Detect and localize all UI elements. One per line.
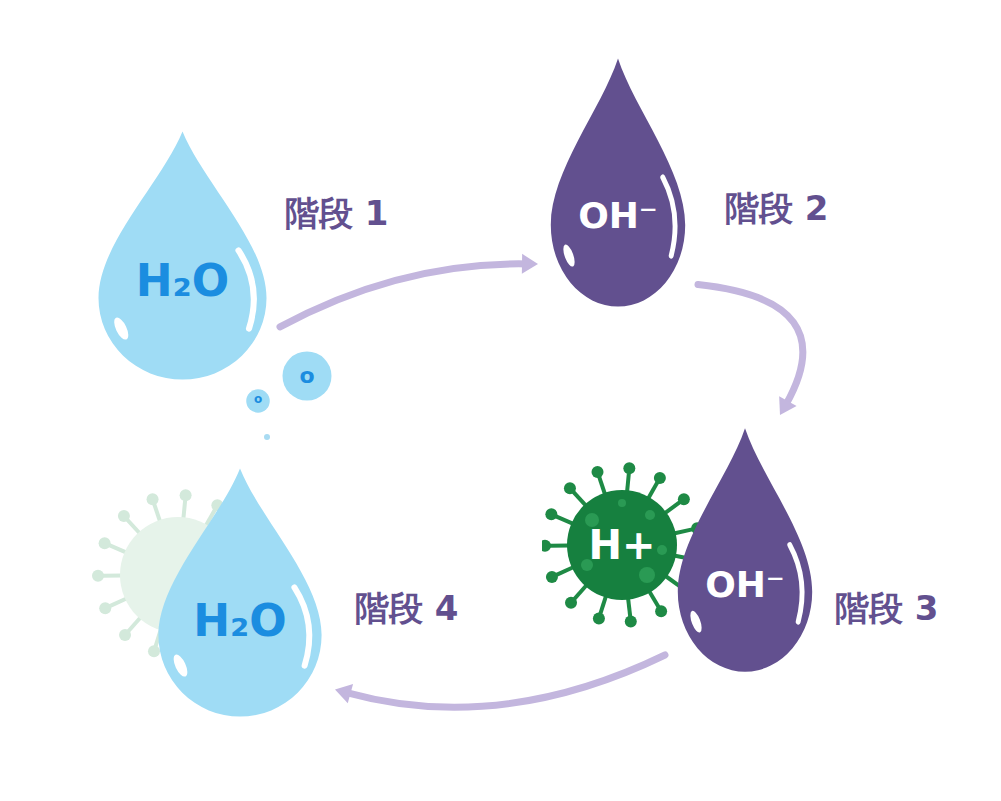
drop-shape xyxy=(155,465,325,720)
virus-spike xyxy=(573,492,586,506)
hydroxide-drop: OH⁻階段 2 xyxy=(548,55,688,310)
cycle-arrow xyxy=(698,285,803,416)
virus-spike-tip xyxy=(99,602,111,614)
virus-spike xyxy=(674,529,693,533)
virus-body xyxy=(567,490,677,600)
drop-highlight xyxy=(663,177,675,255)
arrow-line xyxy=(698,285,803,405)
formula-text: OH⁻ xyxy=(705,565,785,605)
formula-text: H₂O xyxy=(136,257,230,305)
virus-spike-tip xyxy=(546,571,558,583)
virus-spike-tip xyxy=(593,612,605,624)
formula-text: o xyxy=(254,393,262,406)
water-bubble: o xyxy=(246,389,270,413)
virus-spot xyxy=(657,545,667,555)
drop-body xyxy=(158,468,321,716)
virus-spike xyxy=(128,617,141,631)
virus-spot xyxy=(645,510,655,520)
drop-shape xyxy=(675,425,815,675)
drop-body xyxy=(99,131,267,379)
virus-spike xyxy=(600,596,606,614)
drop-body xyxy=(551,58,685,306)
drop-highlight xyxy=(171,653,190,679)
cycle-arrow xyxy=(280,254,538,327)
virus-spike-tip xyxy=(92,570,104,582)
drop-highlight xyxy=(239,250,254,328)
drop-highlight xyxy=(111,316,131,342)
droplet-dot xyxy=(264,434,270,440)
virus-spike-tip xyxy=(147,493,159,505)
virus-spike xyxy=(599,477,605,495)
water-bubble: o xyxy=(282,351,332,401)
water-drop: H₂O階段 1 xyxy=(95,128,270,383)
virus-spike-tip xyxy=(623,462,635,474)
virus-spot xyxy=(639,567,655,583)
virus-spike-tip xyxy=(180,489,192,501)
arrowhead xyxy=(522,254,538,274)
hydroxide-drop: OH⁻階段 3 xyxy=(675,425,815,675)
virus-spike-tip xyxy=(99,537,111,549)
bubble-body xyxy=(246,389,270,413)
virus-spike xyxy=(556,516,573,524)
virus-spike xyxy=(550,544,569,548)
virus-spike xyxy=(183,500,185,519)
virus-spike xyxy=(103,574,122,578)
formula-text: OH⁻ xyxy=(578,196,658,236)
virus-spike-tip xyxy=(118,510,130,522)
virus xyxy=(542,462,702,627)
virus-spike xyxy=(574,585,587,599)
virus-spike-tip xyxy=(592,466,604,478)
water-drop: H₂O階段 4 xyxy=(155,465,325,720)
virus-spike-tip xyxy=(564,482,576,494)
drop-highlight xyxy=(790,545,802,622)
arrow-line xyxy=(347,655,665,707)
virus-spike xyxy=(154,504,160,522)
drop-shape xyxy=(95,128,270,383)
virus-spike-tip xyxy=(119,629,131,641)
drop-highlight xyxy=(294,587,309,665)
drop-shape xyxy=(548,55,688,310)
cycle-arrow xyxy=(335,655,665,707)
formula-text: H₂O xyxy=(193,596,287,644)
virus-spike xyxy=(665,502,680,513)
virus-spike-tip xyxy=(542,540,551,552)
virus-spike-tip xyxy=(678,493,690,505)
drop-body xyxy=(678,428,812,671)
virus-spike-tip xyxy=(565,597,577,609)
virus-spike xyxy=(127,520,140,534)
virus-spike-tip xyxy=(148,645,160,657)
drop-highlight xyxy=(561,243,577,269)
virus-spike xyxy=(648,482,657,499)
virus-spike-tip xyxy=(545,508,557,520)
arrow-line xyxy=(280,264,526,327)
virus-hydrogen: H+ xyxy=(542,445,702,645)
bubble-body xyxy=(283,352,332,401)
virus-spike xyxy=(649,591,659,607)
formula-text: o xyxy=(299,364,314,388)
arrowhead xyxy=(779,396,796,415)
virus-spike xyxy=(110,598,127,606)
virus-spot xyxy=(618,499,626,507)
stage-label: 階段 1 xyxy=(285,195,389,232)
virus-spike xyxy=(628,598,630,617)
virus-spike-tip xyxy=(625,615,637,627)
arrowhead xyxy=(335,684,353,703)
virus-spike xyxy=(109,545,126,553)
virus-spike xyxy=(557,567,574,575)
virus-spike-tip xyxy=(655,605,667,617)
stage-label: 階段 2 xyxy=(725,190,829,227)
formula-text: H+ xyxy=(589,523,656,567)
drop-highlight xyxy=(688,609,704,634)
stage-label: 階段 3 xyxy=(835,590,939,627)
stage-label: 階段 4 xyxy=(355,590,459,627)
virus-spike-tip xyxy=(654,472,666,484)
virus-spike xyxy=(627,473,629,492)
